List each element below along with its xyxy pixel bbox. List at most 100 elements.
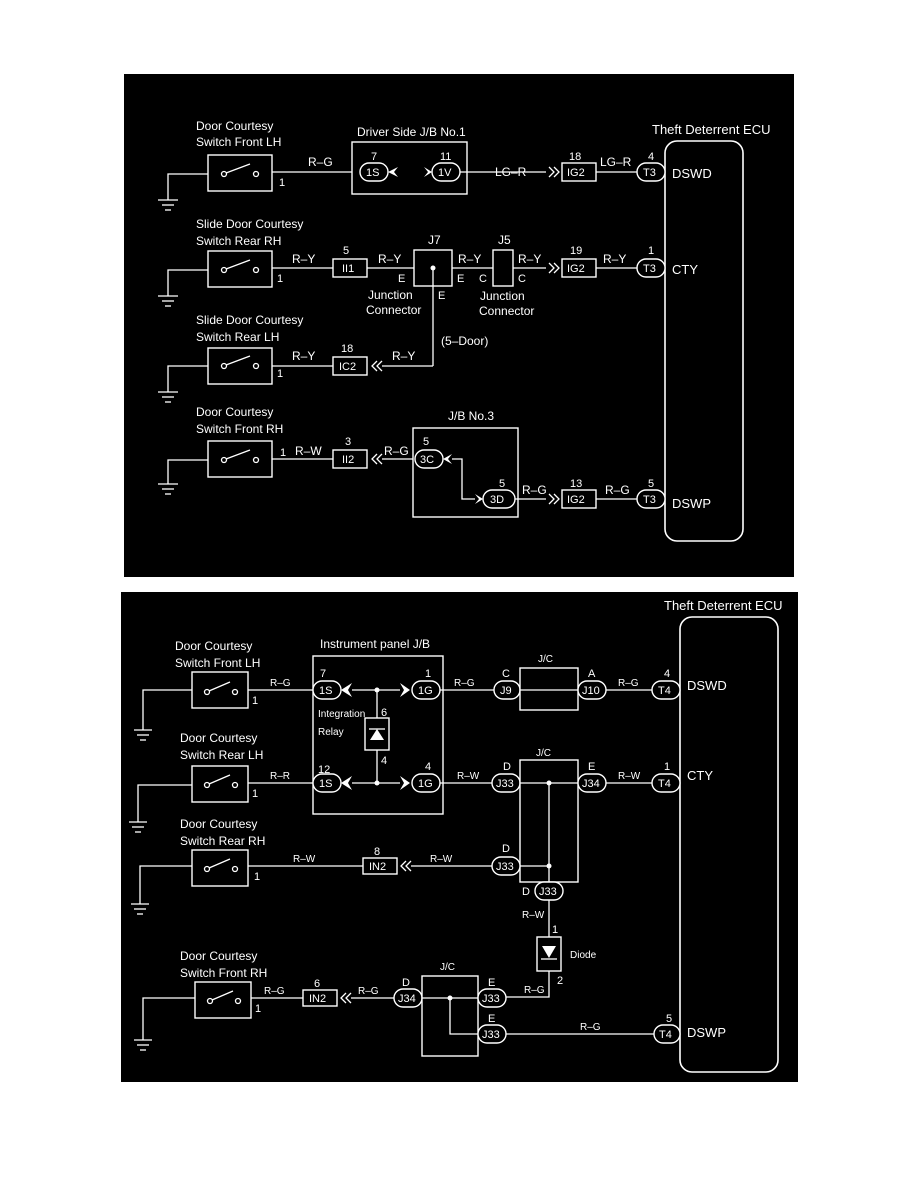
top-row-rear-rh: Slide Door Courtesy Switch Rear RH 1 R–Y…	[158, 217, 666, 366]
bottom-ipjb-relay-label-2: Relay	[318, 727, 344, 738]
bottom-switch-2-label-1: Door Courtesy	[180, 731, 257, 745]
top-row-front-lh: Door Courtesy Switch Front LH 1 R–G Driv…	[158, 119, 666, 211]
top-ecu-terminal-dswd: DSWD	[672, 166, 712, 181]
top-row3-ic-box	[332, 356, 368, 376]
bottom-diode-branch: R–W 1 Diode 2 R–G	[506, 900, 597, 998]
bottom-ipjb-relay-pin-top: 6	[381, 707, 387, 719]
top-row4-ii2-label: II2	[342, 454, 354, 466]
top-driver-jb-right-arrow-icon	[424, 167, 432, 177]
bottom-wire-4a-label: R–G	[264, 986, 285, 997]
bottom-wire-1a-label: R–G	[270, 678, 291, 689]
bottom-row2-e-letter: E	[588, 761, 595, 773]
top-wire-3a-label: R–Y	[292, 349, 315, 363]
bottom-switch-2-ground-wire	[137, 784, 192, 822]
top-wire-1a-label: R–G	[308, 155, 333, 169]
bottom-switch-4-pin: 1	[255, 1003, 261, 1015]
bottom-row4-e1-letter: E	[488, 977, 495, 989]
bottom-switch-4-contact-icon	[206, 990, 242, 1005]
bottom-ecu-pin-1: 4	[664, 668, 670, 680]
bottom-row4-chevron-icon	[340, 992, 352, 1004]
bottom-row3-j33-label: J33	[496, 861, 514, 873]
top-driver-jb-right-pin: 11	[440, 151, 451, 163]
top-ecu-title: Theft Deterrent ECU	[652, 122, 771, 137]
top-switch-2-contact-icon	[220, 259, 260, 274]
bottom-switch-4-label-2: Switch Front RH	[180, 966, 267, 980]
bottom-switch-3-ground-wire	[139, 865, 192, 904]
top-row4-ii2-box	[332, 449, 368, 469]
top-switch-2-box	[207, 250, 273, 288]
bottom-ecu-conn-2-label: T4	[658, 778, 671, 790]
bottom-ipjb-s1-arrow-icon	[341, 683, 352, 697]
top-ecu-pin-2: 1	[648, 245, 654, 257]
top-row2-ig-pin: 19	[570, 245, 582, 257]
bottom-ipjb-s2-label: 1S	[319, 778, 332, 790]
top-ecu-terminal-cty: CTY	[672, 262, 698, 277]
top-wire-3b-label: R–Y	[392, 349, 415, 363]
top-ecu-conn-1	[636, 162, 666, 182]
bottom-ipjb: Instrument panel J/B 7 1S 1 1G Integrati…	[312, 637, 444, 815]
bottom-wire-3a-label: R–W	[293, 854, 316, 865]
top-switch-3-label-1: Slide Door Courtesy	[196, 313, 303, 327]
bottom-wire-2c-label: R–W	[618, 771, 641, 782]
bottom-diode-wire-label: R–W	[522, 910, 545, 921]
bottom-ecu-conn-2	[651, 773, 681, 793]
top-jb3-3d-pin: 5	[499, 478, 505, 490]
top-switch-1-ground-icon	[158, 199, 178, 211]
top-wire-1c-label: LG–R	[600, 155, 632, 169]
bottom-switch-4-label-1: Door Courtesy	[180, 949, 257, 963]
bottom-row1-jc-box	[519, 667, 579, 711]
top-j7-conn-label-1: Junction	[368, 288, 413, 302]
top-j5-c-right: C	[518, 273, 526, 285]
bottom-ecu-terminal-dswd: DSWD	[687, 678, 727, 693]
bottom-switch-3-label-1: Door Courtesy	[180, 817, 257, 831]
top-driver-jb-left-pin: 7	[371, 151, 377, 163]
top-ecu: Theft Deterrent ECU DSWD CTY DSWP	[652, 122, 771, 542]
top-wire-4b-label: R–G	[384, 444, 409, 458]
top-row2-ig-label: IG2	[567, 263, 585, 275]
bottom-switch-2-contact-icon	[203, 774, 239, 789]
top-ecu-conn-3	[636, 489, 666, 509]
bottom-switch-2-label-2: Switch Rear LH	[180, 748, 263, 762]
top-jb3-right-arrow-icon	[475, 494, 483, 504]
bottom-switch-1-contact-icon	[203, 681, 239, 696]
bottom-row4-e1-conn	[477, 988, 507, 1008]
bottom-row4-e2-letter: E	[488, 1013, 495, 1025]
bottom-switch-1-pin: 1	[252, 695, 258, 707]
top-j5-label: J5	[498, 233, 511, 247]
bottom-wire-2a-label: R–R	[270, 771, 290, 782]
bottom-switch-3-box	[191, 849, 249, 887]
bottom-row3-j33-bottom-label: J33	[539, 886, 557, 898]
top-j7-e-bottom: E	[438, 290, 445, 302]
top-switch-2-label-1: Slide Door Courtesy	[196, 217, 303, 231]
top-row3-chevron-icon	[371, 360, 383, 372]
bottom-switch-1-ground-icon	[134, 729, 152, 741]
top-j7-conn-label-2: Connector	[366, 303, 421, 317]
top-switch-3-pin: 1	[277, 368, 283, 380]
bottom-ipjb-g2-arrow-icon	[400, 776, 410, 790]
top-row3-note: (5–Door)	[441, 334, 488, 348]
top-row4-ii2-pin: 3	[345, 436, 351, 448]
bottom-diode-pin-top: 1	[552, 924, 558, 936]
top-switch-1-ground-wire	[167, 173, 208, 200]
top-driver-jb-right-conn-label: 1V	[438, 167, 452, 179]
top-switch-1-contact-icon	[220, 163, 260, 178]
bottom-ipjb-bottom-dot	[374, 780, 380, 786]
top-wire-2c-label: R–Y	[458, 252, 481, 266]
top-switch-1-label-1: Door Courtesy	[196, 119, 273, 133]
bottom-switch-4-box	[194, 981, 252, 1019]
bottom-switch-1-label-2: Switch Front LH	[175, 656, 260, 670]
bottom-ecu-pin-2: 1	[664, 761, 670, 773]
top-jb3-3c-label: 3C	[420, 454, 434, 466]
bottom-diode-wire-out-label: R–G	[524, 985, 545, 996]
bottom-ipjb-g2-label: 1G	[418, 778, 433, 790]
bottom-wire-1c-label: R–G	[618, 678, 639, 689]
bottom-row4-jc-label: J/C	[440, 962, 455, 973]
bottom-switch-1-ground-wire	[142, 689, 192, 730]
top-j7-label: J7	[428, 233, 441, 247]
bottom-wire-3b-label: R–W	[430, 854, 453, 865]
top-ecu-conn-3-label: T3	[643, 494, 656, 506]
top-ecu-terminal-dswp: DSWP	[672, 496, 711, 511]
bottom-row3-d-letter: D	[502, 843, 510, 855]
top-jb3-3d-label: 3D	[490, 494, 504, 506]
